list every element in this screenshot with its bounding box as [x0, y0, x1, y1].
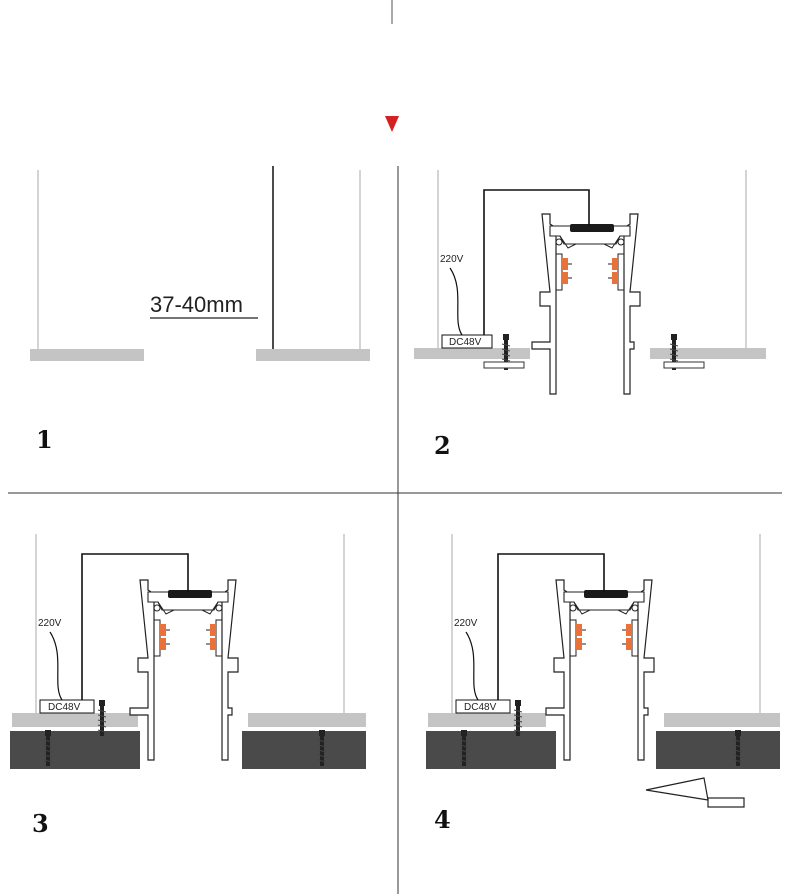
panel-1: 37-40mm 1: [30, 166, 370, 454]
output-voltage-label: DC48V: [464, 702, 497, 713]
ceiling-board-right: [256, 349, 370, 361]
ceiling-board-left: [414, 348, 530, 359]
input-voltage-label: 220V: [440, 254, 464, 265]
ceiling-board-left: [12, 713, 138, 727]
base-board-right: [242, 731, 366, 769]
putty-knife-icon: [645, 777, 745, 808]
base-board-right: [656, 731, 780, 769]
input-voltage-label: 220V: [454, 618, 478, 629]
output-voltage-label: DC48V: [449, 337, 482, 348]
ceiling-board-right: [248, 713, 366, 727]
panel-4: 220V DC48V 4: [426, 534, 780, 834]
step-number-1: 1: [36, 425, 53, 454]
step-number-4: 4: [434, 805, 451, 834]
step-number-2: 2: [434, 431, 451, 460]
panel-2: 220V DC48V 2: [414, 170, 766, 460]
base-board-left: [10, 731, 140, 769]
gap-measurement: 37-40mm: [150, 292, 243, 317]
ceiling-board-right: [650, 348, 766, 359]
down-arrow-icon: [385, 116, 399, 132]
input-voltage-label: 220V: [38, 618, 62, 629]
base-board-left: [426, 731, 556, 769]
step-number-3: 3: [32, 809, 49, 838]
ceiling-board-left: [30, 349, 144, 361]
panel-3: 220V DC48V 3: [10, 534, 366, 838]
ceiling-board-right: [664, 713, 780, 727]
ceiling-board-left: [428, 713, 546, 727]
output-voltage-label: DC48V: [48, 702, 81, 713]
